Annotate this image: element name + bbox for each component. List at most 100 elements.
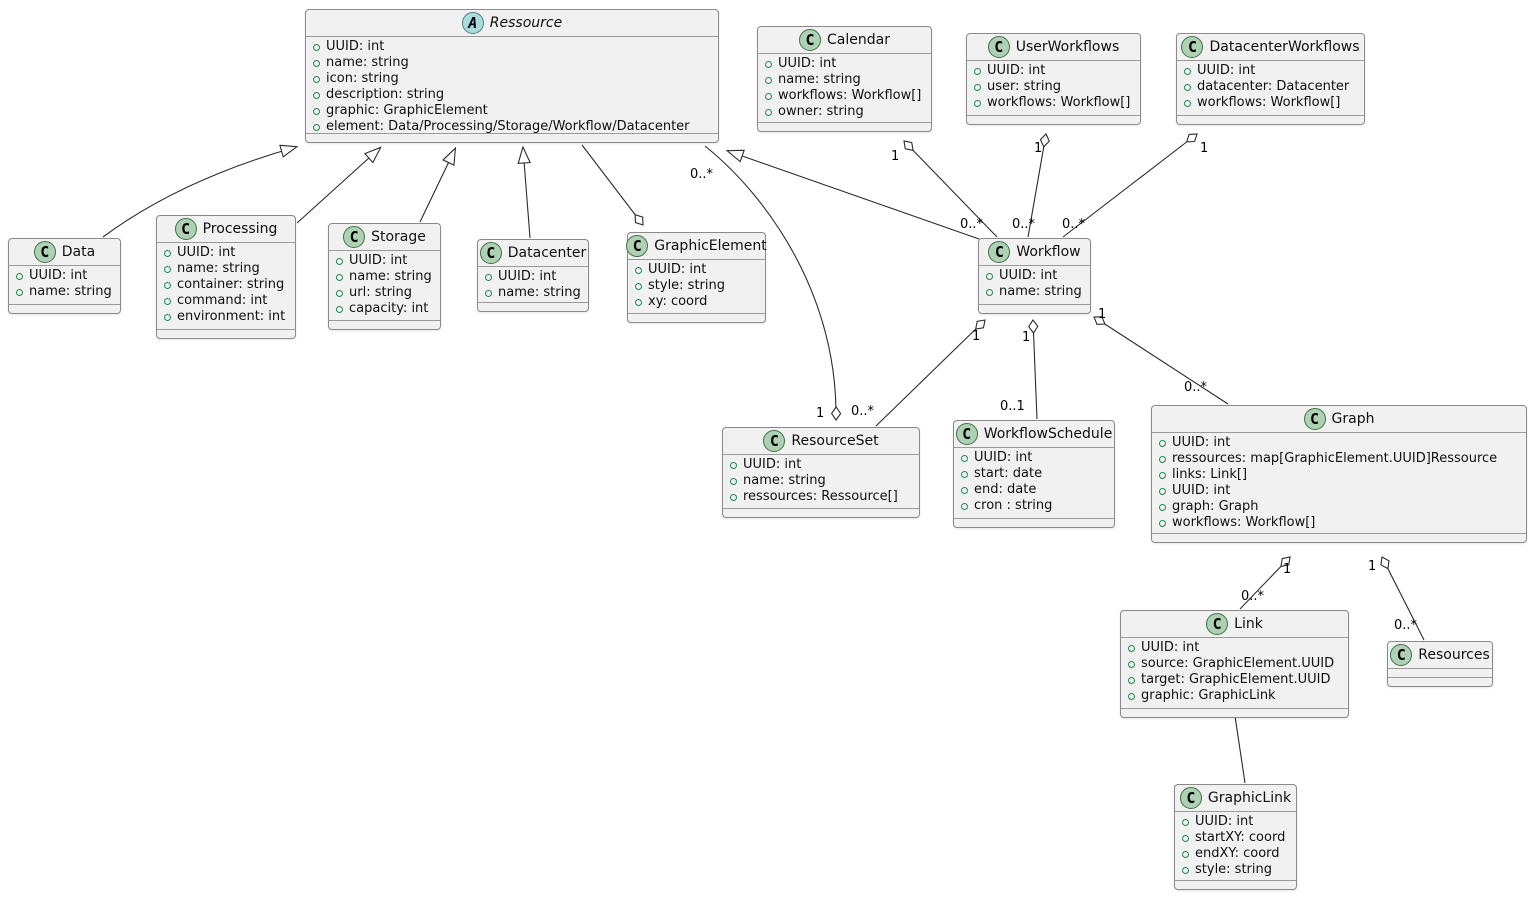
attribute-text: name: string [743,473,826,488]
class-icon: C [1181,36,1204,58]
methods-compartment [967,115,1140,124]
class-name: Link [1234,616,1263,632]
edge-workflow-resourceset [875,319,986,427]
methods-compartment [1152,533,1526,542]
class-name: GraphicLink [1207,790,1292,806]
attribute-row: workflows: Workflow[] [1159,515,1519,531]
attribute-row: workflows: Workflow[] [974,95,1133,111]
attribute-text: capacity: int [349,301,429,316]
attribute-row: UUID: int [16,268,113,284]
field-visibility-icon [986,272,993,280]
attribute-text: style: string [1195,862,1273,877]
edge-ressource-graphicelement [581,144,644,226]
field-visibility-icon [313,43,320,51]
attribute-row: startXY: coord [1182,830,1289,846]
methods-compartment [1177,115,1364,124]
class-header: C GraphicElement [626,233,767,259]
methods-compartment [954,518,1114,527]
class-name: Ressource [489,15,563,31]
methods-compartment [1388,677,1492,686]
attribute-row: name: string [485,285,581,301]
attribute-row: element: Data/Processing/Storage/Workflo… [313,119,711,135]
field-visibility-icon [336,305,343,313]
attribute-row: UUID: int [765,56,924,72]
class-resources: C Resources [1387,641,1493,687]
attribute-row: container: string [164,277,288,293]
class-icon: C [33,241,56,263]
methods-compartment [1121,708,1348,717]
field-visibility-icon [765,76,772,84]
attribute-text: name: string [177,261,260,276]
edge-workflow-graph [1093,316,1229,405]
attribute-text: UUID: int [1195,814,1254,829]
field-visibility-icon [1128,692,1135,700]
attribute-text: UUID: int [29,268,88,283]
field-visibility-icon [164,265,171,273]
class-header: A Ressource [306,10,718,36]
attribute-row: name: string [16,284,113,300]
methods-compartment [9,304,120,313]
field-visibility-icon [974,67,981,75]
attribute-text: UUID: int [498,269,557,284]
attribute-row: command: int [164,293,288,309]
field-visibility-icon [164,249,171,257]
edge-link-graphiclink [1234,715,1246,784]
attribute-row: ressources: map[GraphicElement.UUID]Ress… [1159,451,1519,467]
field-visibility-icon [1159,503,1166,511]
attribute-text: UUID: int [974,450,1033,465]
attribute-row: ressources: Ressource[] [730,489,912,505]
attribute-row: end: date [961,482,1107,498]
attribute-text: UUID: int [177,245,236,260]
class-header: C Data [9,239,120,265]
multiplicity-label: 1 [1368,559,1376,574]
attribute-text: icon: string [326,71,399,86]
attribute-row: cron : string [961,498,1107,514]
attribute-text: source: GraphicElement.UUID [1141,656,1335,671]
attribute-text: graphic: GraphicElement [326,103,488,118]
abstract-class-icon: A [461,12,484,34]
methods-compartment [478,302,588,311]
attribute-text: UUID: int [326,39,385,54]
attribute-row: workflows: Workflow[] [1184,95,1357,111]
edge-datacenter-to-ressource [523,148,530,239]
methods-compartment [628,313,765,322]
multiplicity-label: 0..* [1241,589,1265,604]
attribute-text: links: Link[] [1172,467,1248,482]
multiplicity-label: 1 [1283,562,1291,577]
class-header: C WorkflowSchedule [954,421,1114,447]
methods-compartment [979,304,1090,313]
attribute-text: owner: string [778,104,864,119]
field-visibility-icon [961,470,968,478]
field-visibility-icon [765,92,772,100]
class-header: C Datacenter [478,240,588,266]
attribute-row: UUID: int [313,39,711,55]
attribute-text: UUID: int [1172,435,1231,450]
attribute-row: UUID: int [164,245,288,261]
attribute-row: UUID: int [730,457,912,473]
multiplicity-label: 0..* [1184,380,1208,395]
field-visibility-icon [765,60,772,68]
attribute-text: style: string [648,278,726,293]
field-visibility-icon [730,477,737,485]
attribute-row: target: GraphicElement.UUID [1128,672,1341,688]
field-visibility-icon [635,282,642,290]
class-header: C ResourceSet [723,428,919,454]
field-visibility-icon [635,298,642,306]
attribute-row: name: string [730,473,912,489]
class-name: Storage [371,229,426,245]
attribute-row: capacity: int [336,301,433,317]
attribute-row: user: string [974,79,1133,95]
attribute-text: endXY: coord [1195,846,1280,861]
field-visibility-icon [1184,83,1191,91]
class-header: C Link [1121,611,1348,637]
attribute-row: start: date [961,466,1107,482]
attribute-text: workflows: Workflow[] [987,95,1131,110]
